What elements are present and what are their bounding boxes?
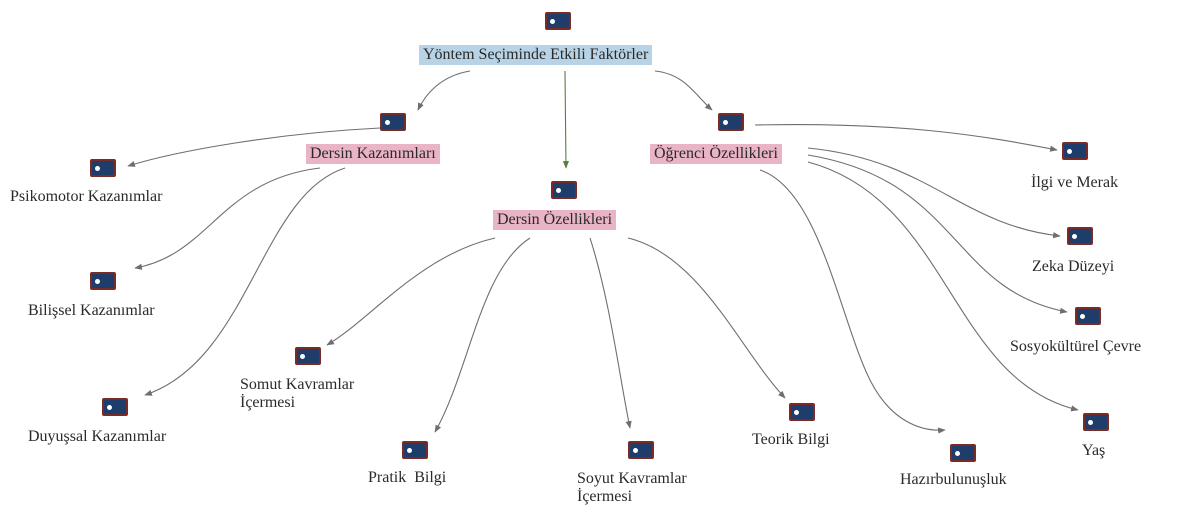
leaf-duyussal-label[interactable]: Duyuşsal Kazanımlar [28,428,167,445]
category-kazanimlar-label[interactable]: Dersin Kazanımları [306,144,440,164]
leaf-ilgi-label[interactable]: İlgi ve Merak [1031,174,1119,191]
psikomotor-note-icon [90,159,116,177]
leaf-bilissel-label[interactable]: Bilişsel Kazanımlar [28,302,155,319]
edge-root-kazanimlar [417,70,471,111]
edge-hazirbulunusluk [759,169,946,434]
soyut-note-icon [628,441,654,459]
edge-root-ogrenci [654,70,713,111]
yas-note-icon [1083,413,1109,431]
edge-bilissel [134,167,321,270]
edge-root-ozellikler [562,70,570,169]
edge-soyut [589,237,632,429]
leaf-hazirbulunusluk-label[interactable]: Hazırbulunuşluk [900,471,1007,488]
sosyokulturel-note-icon [1075,307,1101,325]
bilissel-note-icon [90,272,116,290]
leaf-psikomotor-label[interactable]: Psikomotor Kazanımlar [10,188,163,205]
hazirbulunusluk-note-icon [950,444,976,462]
pratik-note-icon [402,441,428,459]
category-ogrenci-label[interactable]: Öğrenci Özellikleri [650,144,782,164]
duyussal-note-icon [102,398,128,416]
leaf-soyut-label[interactable]: Soyut Kavramlar İçermesi [577,470,687,505]
leaf-teorik-label[interactable]: Teorik Bilgi [752,431,830,448]
leaf-somut-label[interactable]: Somut Kavramlar İçermesi [240,376,355,411]
leaf-yas-label[interactable]: Yaş [1082,442,1106,459]
teorik-note-icon [789,403,815,421]
edge-teorik [627,237,786,399]
ogrenci-note-icon [718,113,744,131]
kazanimlar-note-icon [380,113,406,131]
root-note-icon [545,12,571,30]
somut-note-icon [295,347,321,365]
edge-ilgi [754,124,1058,152]
category-ozellikler-label[interactable]: Dersin Özellikleri [493,210,617,230]
edge-duyussal [144,167,346,396]
edge-pratik [434,237,531,433]
edge-somut [326,237,496,346]
edge-yas [807,161,1079,412]
leaf-pratik-label[interactable]: Pratik Bilgi [368,469,447,486]
edge-zeka [807,147,1061,239]
root-node-label[interactable]: Yöntem Seçiminde Etkili Faktörler [419,45,653,65]
leaf-zeka-label[interactable]: Zeka Düzeyi [1032,258,1115,275]
ozellikler-note-icon [551,181,577,199]
leaf-sosyokulturel-label[interactable]: Sosyokültürel Çevre [1010,338,1142,355]
ilgi-note-icon [1062,142,1088,160]
zeka-note-icon [1067,227,1093,245]
edge-sosyokulturel [807,154,1068,314]
edge-psikomotor [127,127,381,167]
